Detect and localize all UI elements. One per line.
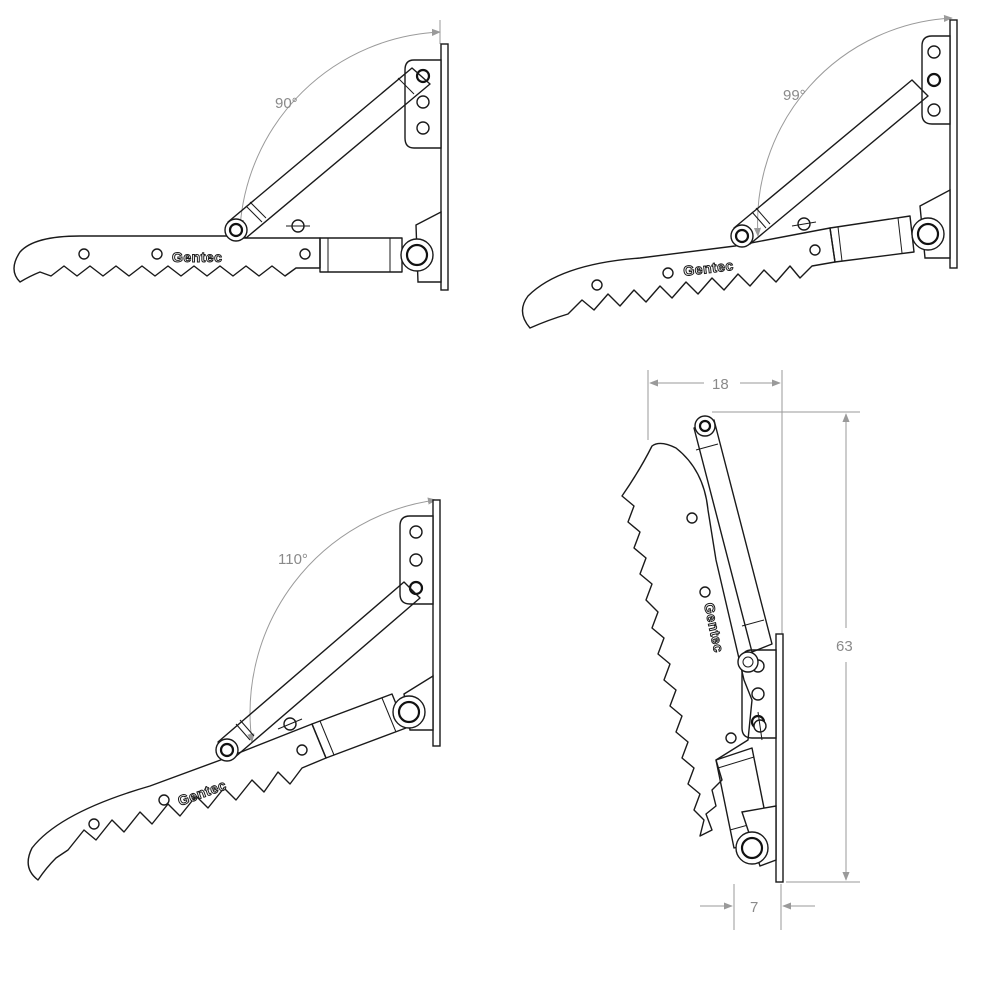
body-hole (158, 794, 170, 806)
body-hole (88, 818, 100, 830)
height-label: 63 (836, 638, 853, 655)
bracket-hole (416, 121, 430, 135)
hydraulic-tube (319, 237, 403, 273)
thumb-body (27, 723, 327, 881)
brand-logo: Gentec (176, 777, 229, 809)
strut-link (733, 79, 929, 245)
brand-logo: Gentec (682, 257, 734, 279)
mounting-plate (440, 43, 449, 291)
depth-label: 7 (750, 899, 758, 916)
body-hole (299, 248, 311, 260)
view-99-degree: 99° Gentec (521, 14, 958, 329)
body-hole (296, 744, 308, 756)
angle-dimension-99: 99° (753, 14, 953, 237)
retaining-pin-icon (753, 711, 767, 741)
pivot-pin (730, 224, 754, 248)
body-hole (591, 279, 603, 291)
mounting-plate (432, 499, 441, 747)
body-hole (686, 512, 698, 524)
top-pin (694, 415, 716, 437)
thumb-body (13, 235, 321, 283)
body-hole (725, 732, 737, 744)
width-label: 18 (712, 376, 729, 393)
angle-label-99: 99° (783, 87, 806, 104)
hydraulic-tube (311, 693, 407, 759)
angle-dimension-110: 110° (247, 497, 437, 743)
bracket-hole (416, 95, 430, 109)
angle-dimension-90: 90° (236, 20, 441, 229)
body-hole (78, 248, 90, 260)
upper-bracket (921, 35, 951, 125)
strut-link (217, 581, 421, 759)
bracket-hole (751, 687, 765, 701)
body-hole (699, 586, 711, 598)
angle-label-90: 90° (275, 95, 298, 112)
bracket-hole (409, 553, 423, 567)
thumb-body (521, 227, 836, 329)
brand-logo: Gentec (701, 601, 727, 654)
pivot-pin (737, 651, 759, 673)
bracket-hole (409, 525, 423, 539)
bracket-hole-active (415, 68, 431, 84)
main-pin (911, 217, 945, 251)
retaining-pin-icon (791, 217, 817, 231)
main-pin (735, 831, 769, 865)
body-hole (151, 248, 163, 260)
retaining-pin-icon (286, 219, 310, 233)
main-pin (392, 695, 426, 729)
mounting-plate (949, 19, 958, 269)
view-stowed: 18 63 7 (621, 370, 860, 930)
view-90-degree: 90° Gentec (13, 20, 449, 291)
height-dimension: 63 (712, 411, 860, 883)
body-hole (809, 244, 821, 256)
thumb-body (621, 442, 753, 837)
bracket-hole (927, 103, 941, 117)
depth-dimension: 7 (700, 884, 815, 930)
angle-label-110: 110° (278, 551, 308, 568)
main-pin (400, 238, 434, 272)
bracket-hole (927, 45, 941, 59)
strut-link (227, 67, 431, 239)
bracket-hole-active (926, 72, 942, 88)
mounting-plate (775, 633, 784, 883)
pivot-pin (215, 738, 239, 762)
body-hole (662, 267, 674, 279)
brand-logo: Gentec (172, 249, 222, 265)
width-dimension: 18 (647, 370, 783, 640)
pivot-pin (224, 218, 248, 242)
view-110-degree: 110° Gentec (27, 497, 441, 881)
hydraulic-tube (829, 215, 915, 263)
retaining-pin-icon (277, 717, 303, 731)
